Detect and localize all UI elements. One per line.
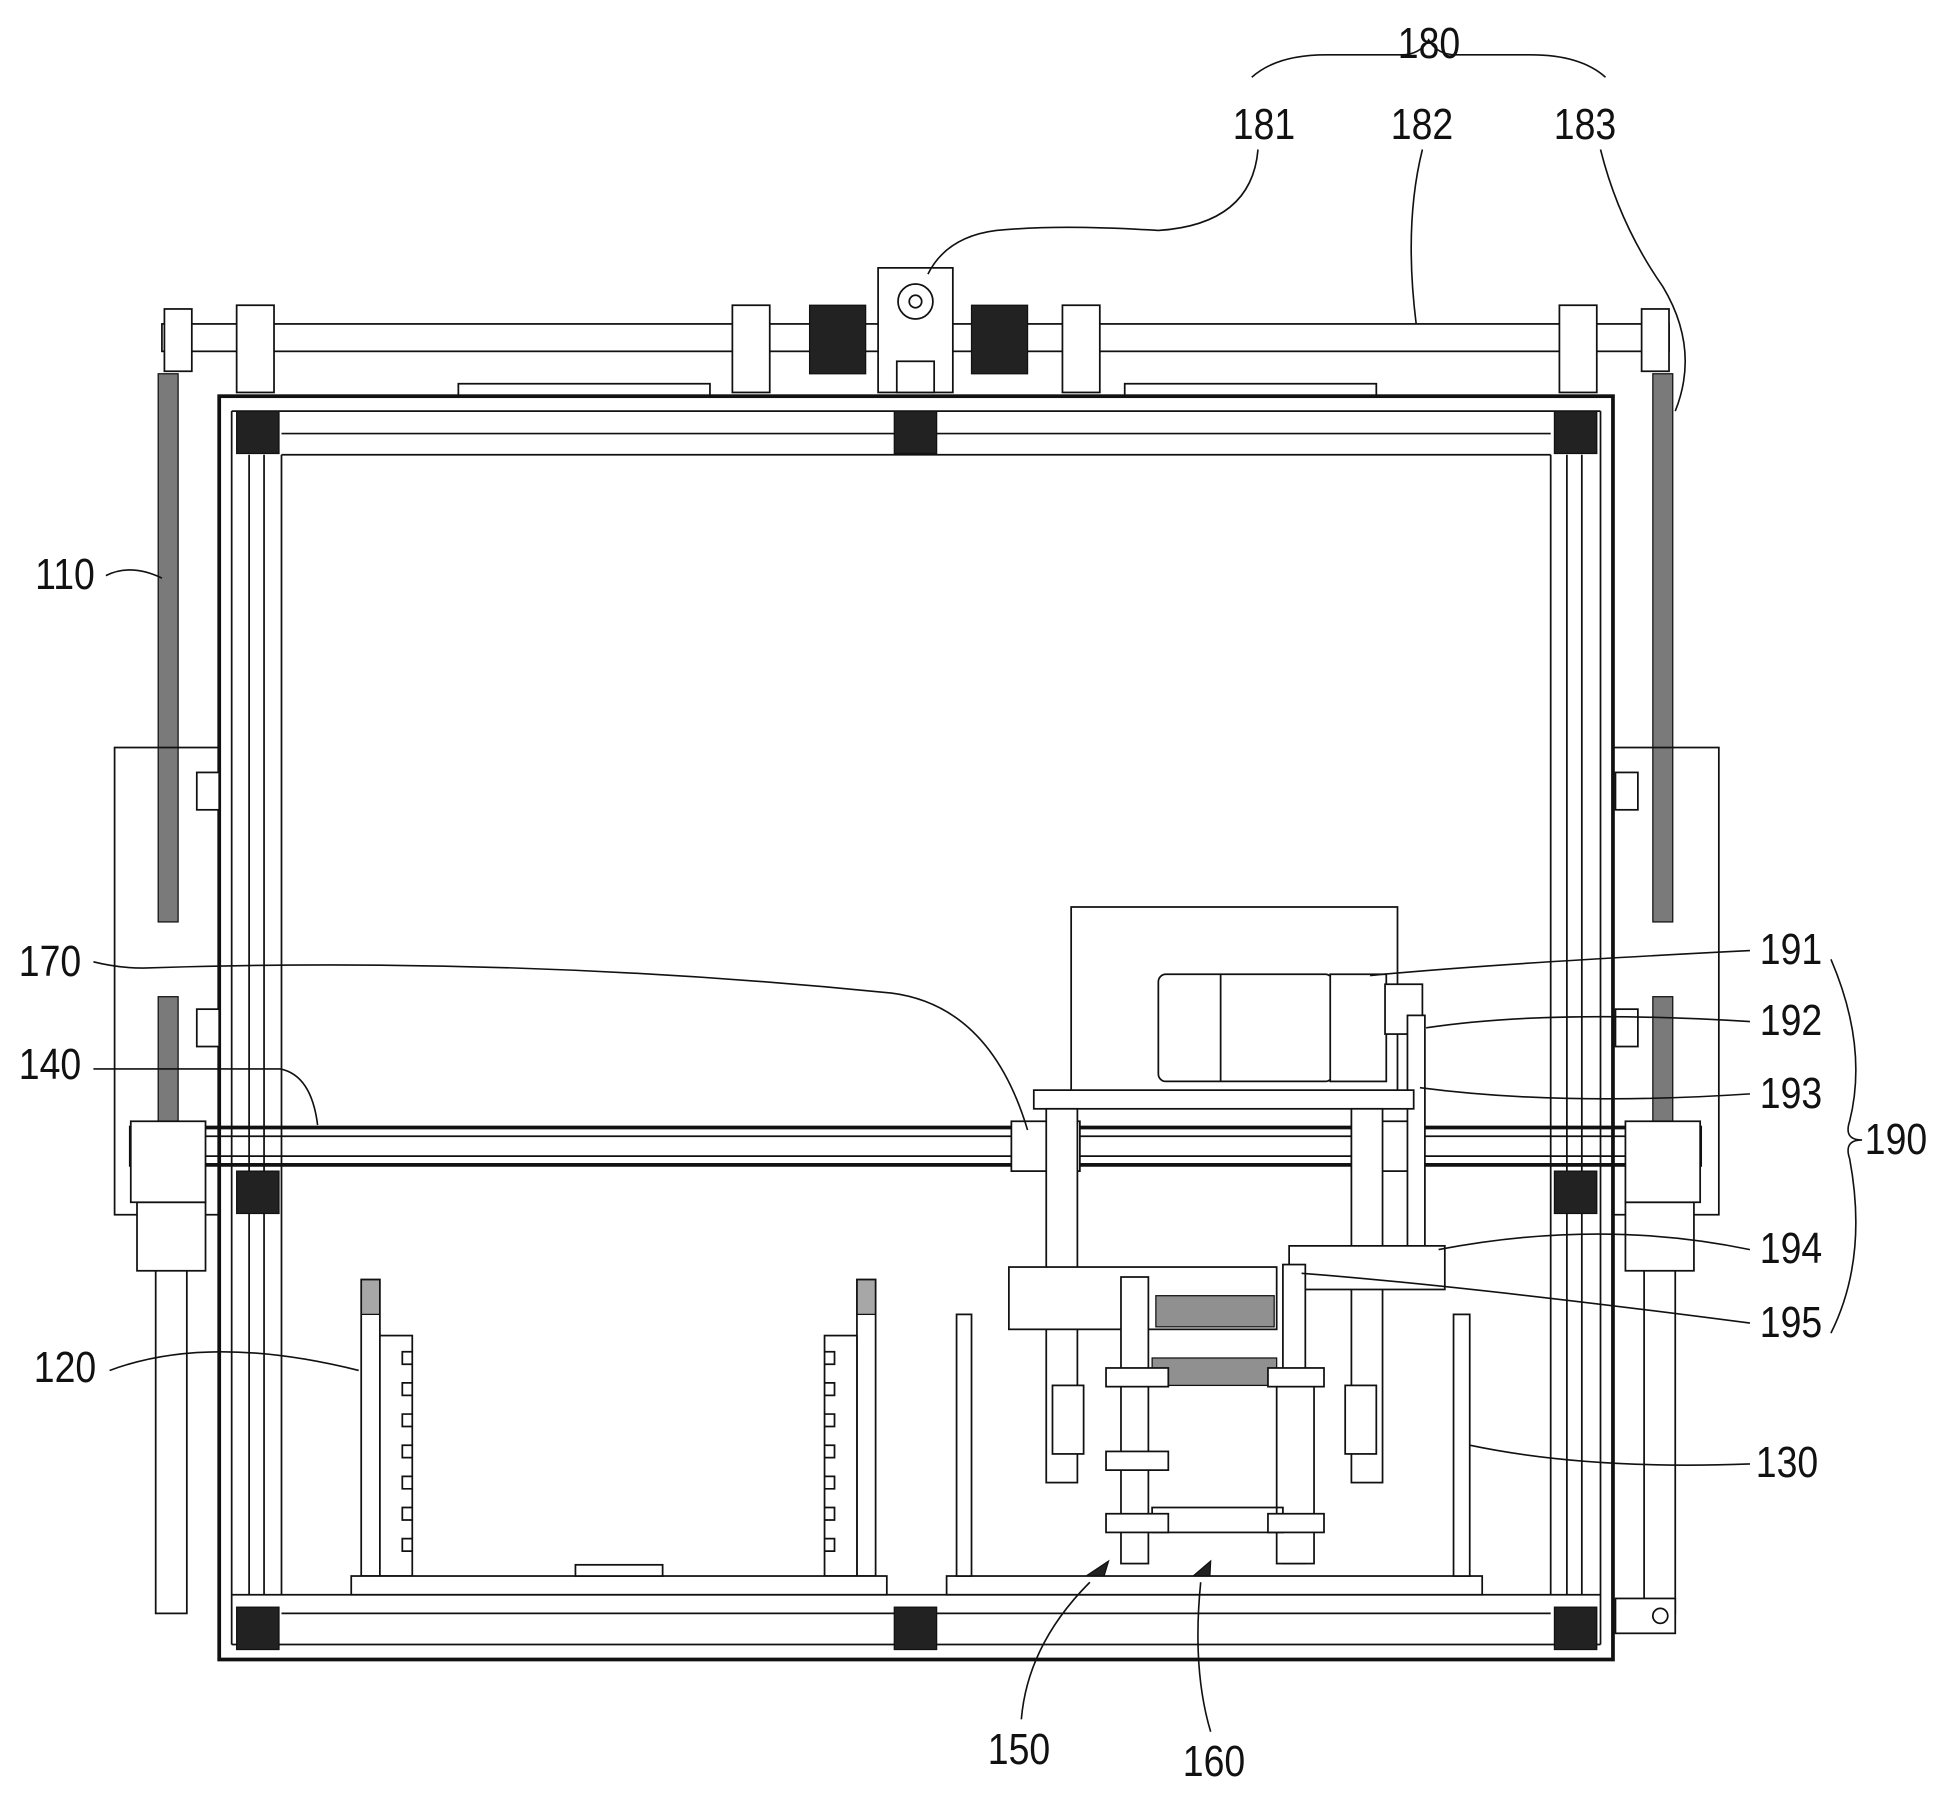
label-192: 192: [1759, 996, 1823, 1045]
leader-lines: [93, 38, 1863, 1732]
label-170: 170: [18, 937, 82, 986]
horizontal-bar: [128, 1120, 1703, 1204]
base-and-posts: [350, 1313, 1484, 1596]
racks: [360, 1278, 877, 1577]
label-180: 180: [1397, 19, 1461, 68]
label-190: 190: [1864, 1115, 1928, 1164]
label-120: 120: [33, 1343, 97, 1392]
side-plates: [113, 746, 1720, 1635]
label-181: 181: [1232, 100, 1296, 149]
motor-box: [1032, 906, 1426, 1253]
bearing-blocks: [163, 304, 1670, 394]
chains: [157, 373, 1674, 1122]
label-193: 193: [1759, 1069, 1823, 1118]
gear-motor: [808, 266, 1029, 394]
label-191: 191: [1759, 925, 1823, 974]
label-110: 110: [35, 550, 95, 599]
label-194: 194: [1759, 1224, 1823, 1273]
label-160: 160: [1182, 1737, 1246, 1786]
main-frame: [217, 394, 1615, 1662]
label-182: 182: [1390, 100, 1454, 149]
label-150: 150: [987, 1725, 1051, 1774]
label-195: 195: [1759, 1298, 1823, 1347]
lifting-mechanism: [1008, 1107, 1446, 1588]
label-140: 140: [18, 1040, 82, 1089]
label-183: 183: [1553, 100, 1617, 149]
label-130: 130: [1755, 1438, 1819, 1487]
